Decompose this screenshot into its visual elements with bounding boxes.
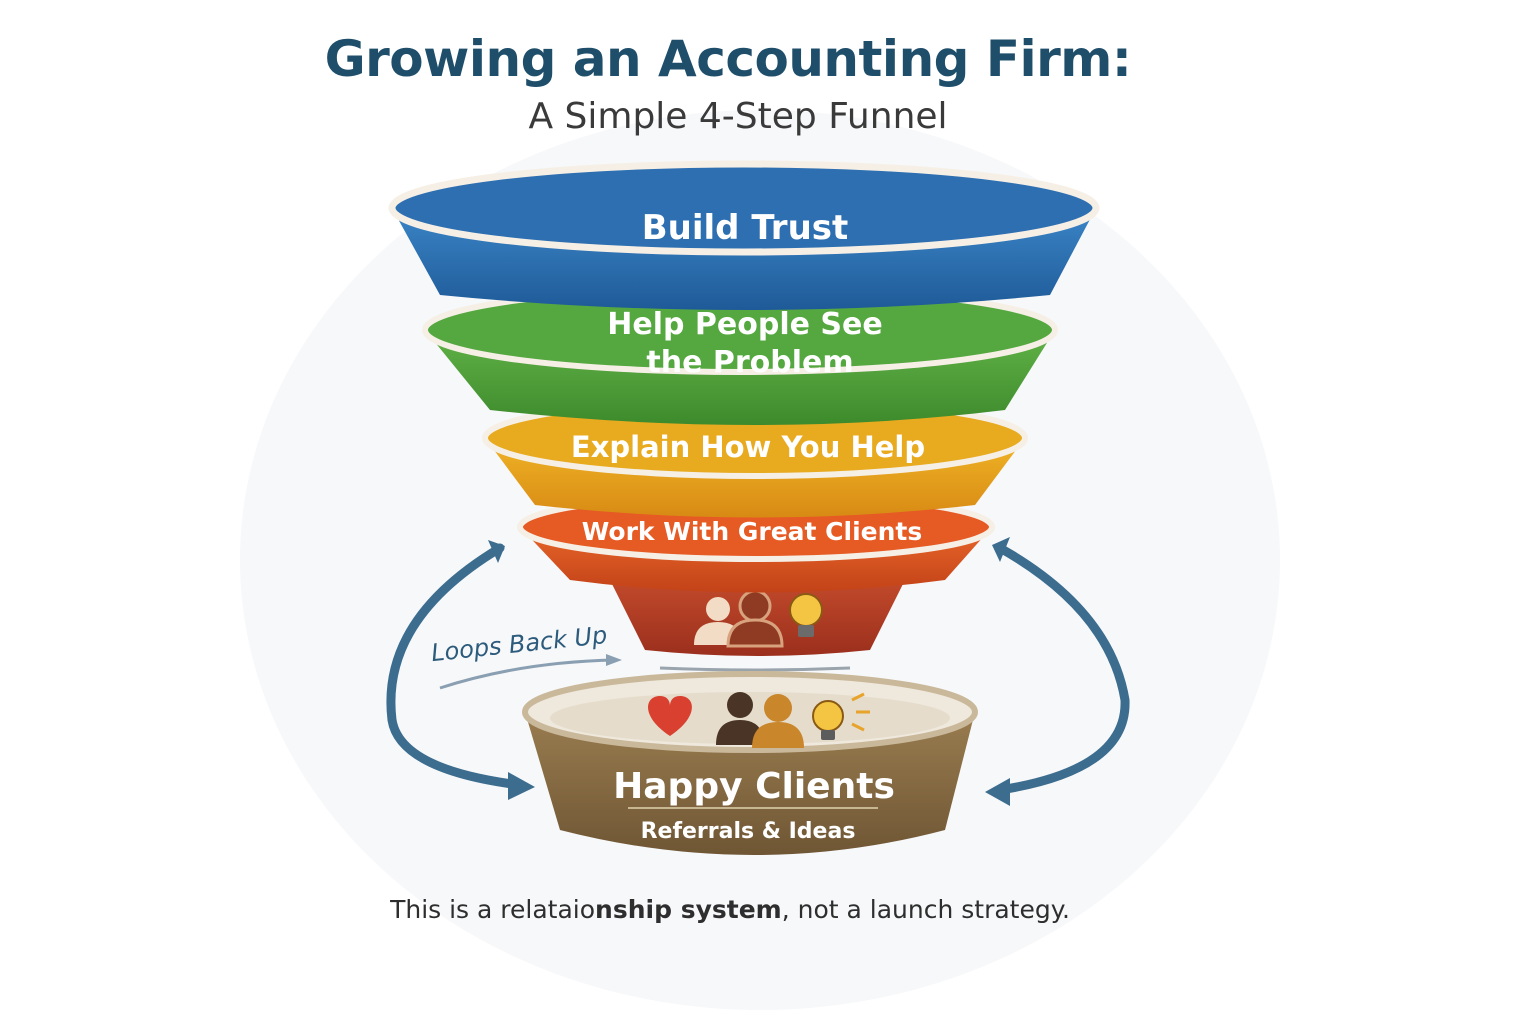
bowl-title: Happy Clients	[613, 766, 895, 807]
footer-caption: This is a relataionship system, not a la…	[0, 895, 1460, 924]
stage-4-label: Work With Great Clients	[582, 517, 923, 546]
caption-bold: nship system	[595, 895, 782, 924]
stage-2-label-line1: Help People See	[607, 307, 882, 342]
stage-2-label-line2: the Problem	[646, 345, 853, 380]
caption-end: , not a launch strategy.	[782, 895, 1070, 924]
page-subtitle: A Simple 4-Step Funnel	[0, 96, 1476, 137]
caption-start: This is a relataio	[390, 895, 595, 924]
bowl-subtitle: Referrals & Ideas	[641, 819, 856, 844]
page-title: Growing an Accounting Firm:	[0, 30, 1456, 88]
stage-1-label: Build Trust	[642, 208, 849, 248]
stage-3-label: Explain How You Help	[571, 430, 925, 464]
